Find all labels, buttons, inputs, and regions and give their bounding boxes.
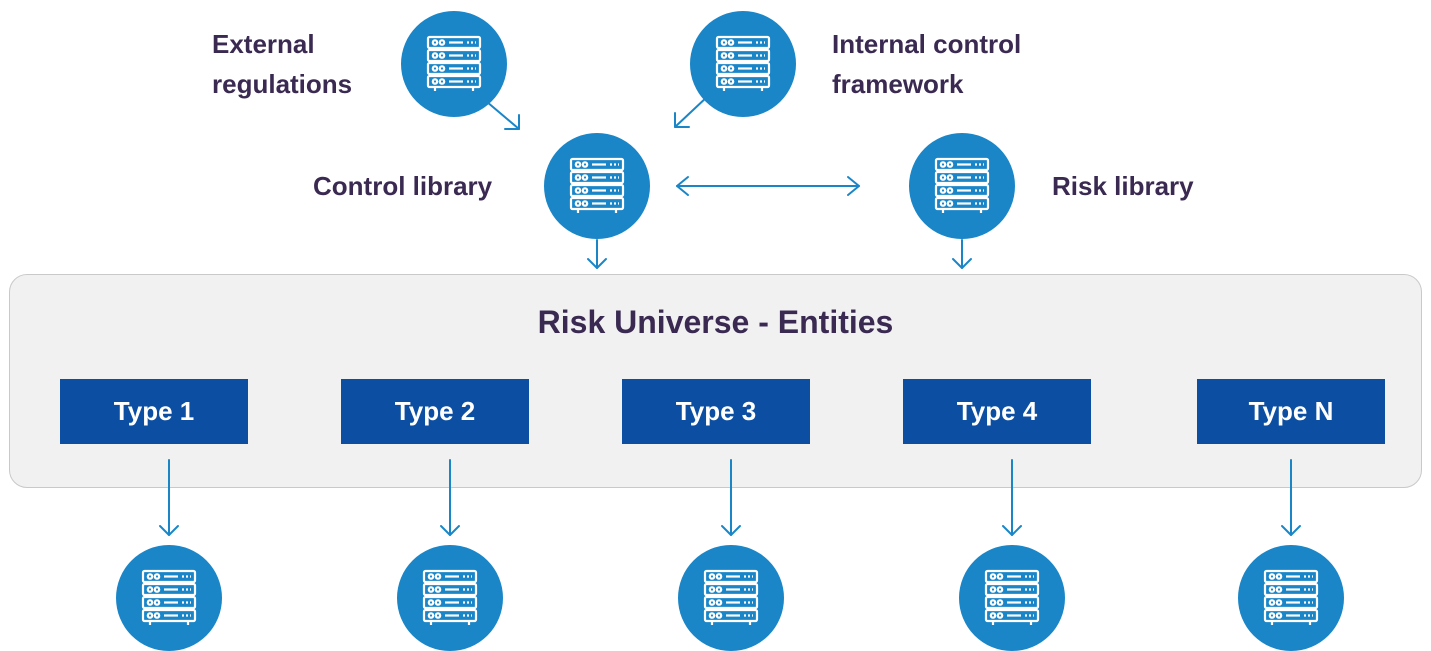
type-box-3: Type 3 bbox=[622, 379, 810, 444]
external-regulations-node bbox=[401, 11, 507, 117]
external-regulations-line-1: External bbox=[212, 29, 315, 59]
database-server-icon bbox=[703, 569, 759, 625]
type-box-2: Type 2 bbox=[341, 379, 529, 444]
type-box-1: Type 1 bbox=[60, 379, 248, 444]
external-regulations-line-2: regulations bbox=[212, 69, 353, 99]
type-box-4: Type 4 bbox=[903, 379, 1091, 444]
arrow-risk-to-universe bbox=[952, 239, 972, 269]
external-regulations-label: External regulations bbox=[212, 24, 352, 104]
type-3-node bbox=[678, 545, 784, 651]
type-n-node bbox=[1238, 545, 1344, 651]
database-server-icon bbox=[426, 35, 482, 91]
risk-library-node bbox=[909, 133, 1015, 239]
internal-control-framework-node bbox=[690, 11, 796, 117]
database-server-icon bbox=[569, 157, 625, 213]
type-2-node bbox=[397, 545, 503, 651]
arrow-control-to-universe bbox=[587, 239, 607, 269]
risk-universe-title: Risk Universe - Entities bbox=[537, 304, 894, 340]
control-library-node bbox=[544, 133, 650, 239]
database-server-icon bbox=[1263, 569, 1319, 625]
database-server-icon bbox=[934, 157, 990, 213]
internal-control-framework-label: Internal control framework bbox=[832, 24, 1021, 104]
arrow-internal-to-control bbox=[674, 95, 709, 128]
type-1-node bbox=[116, 545, 222, 651]
database-server-icon bbox=[984, 569, 1040, 625]
database-server-icon bbox=[141, 569, 197, 625]
control-library-label: Control library bbox=[313, 171, 493, 201]
arrow-control-risk-bidirectional bbox=[676, 176, 860, 196]
type-box-n: Type N bbox=[1197, 379, 1385, 444]
internal-control-line-2: framework bbox=[832, 69, 964, 99]
type-4-node bbox=[959, 545, 1065, 651]
internal-control-line-1: Internal control bbox=[832, 29, 1022, 59]
risk-library-label: Risk library bbox=[1052, 171, 1194, 201]
database-server-icon bbox=[422, 569, 478, 625]
database-server-icon bbox=[715, 35, 771, 91]
